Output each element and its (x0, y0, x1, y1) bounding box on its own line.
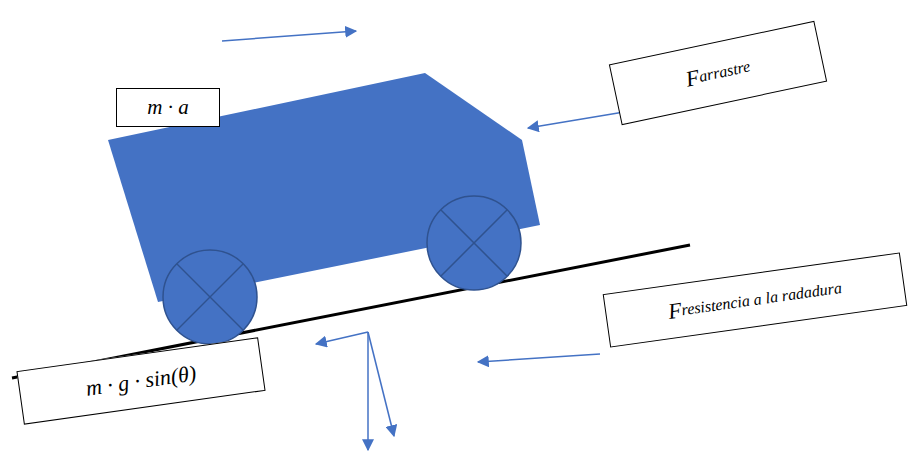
weight-arrow (367, 332, 369, 450)
force-label-box: m · a (116, 88, 220, 127)
force-label-box: Fresistencia a la radadura (603, 252, 908, 347)
force-label-box: Farrastre (609, 21, 827, 125)
normal-component-arrow (368, 332, 394, 436)
force-label-box: m · g · sin(θ) (16, 337, 265, 424)
force-subscript: arrastre (697, 57, 751, 85)
rear-wheel (163, 250, 257, 344)
force-subscript: resistencia a la radadura (680, 279, 843, 319)
slope-force-arrow (316, 332, 368, 344)
rolling-resistance-arrow (478, 354, 600, 362)
front-wheel (427, 196, 521, 290)
force-symbol: m · a (147, 95, 188, 120)
force-symbol: m · g · sin(θ) (84, 360, 198, 401)
acceleration-arrow (222, 31, 356, 41)
